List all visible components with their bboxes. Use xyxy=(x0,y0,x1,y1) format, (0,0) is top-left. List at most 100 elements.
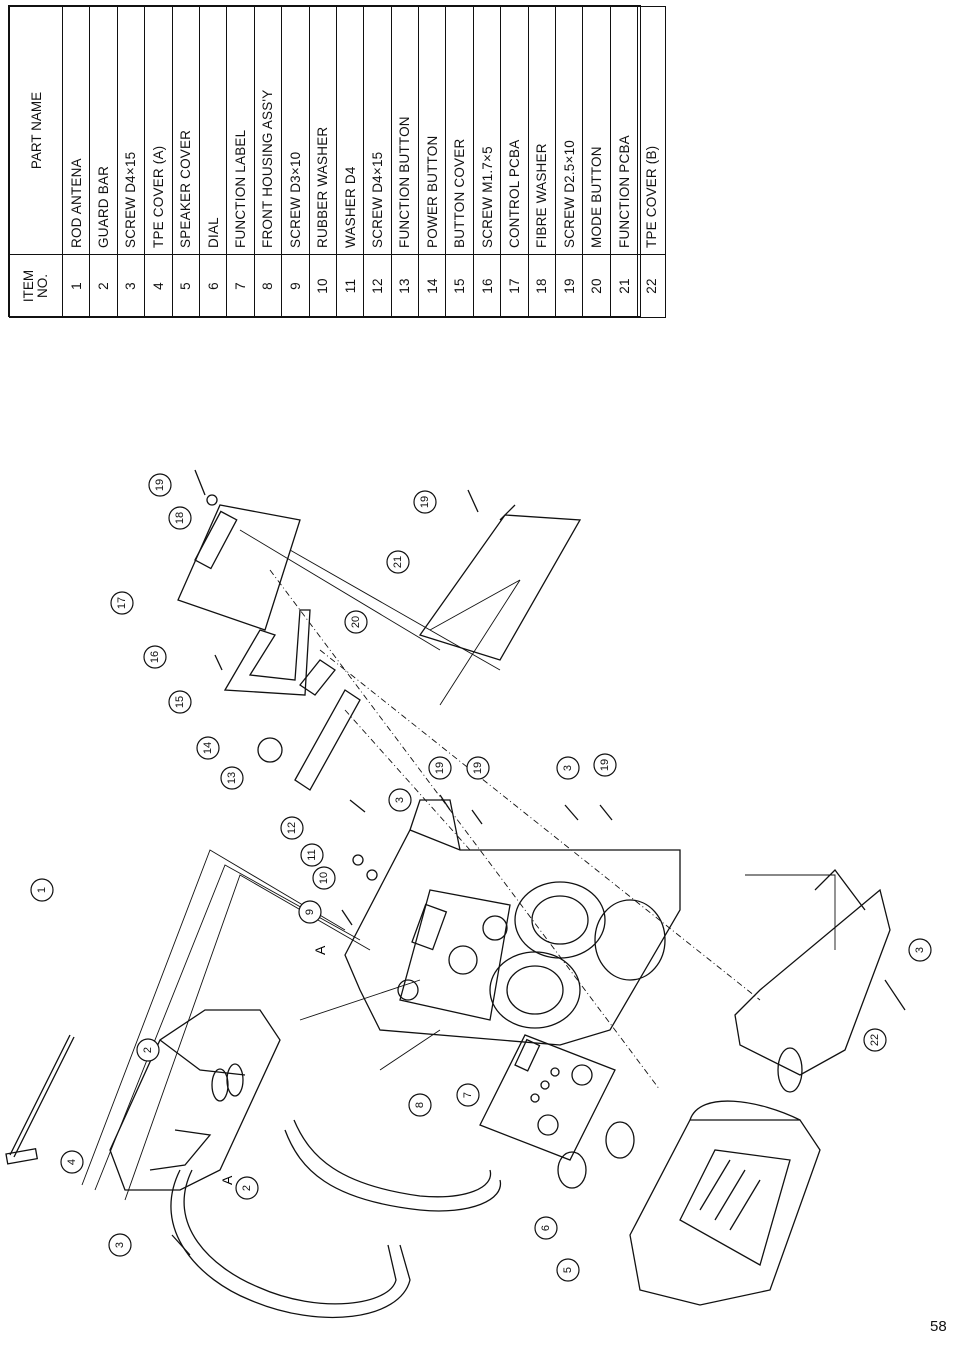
callout-number: 19 xyxy=(154,479,166,491)
callout-number: 17 xyxy=(116,597,128,609)
callout-number: 20 xyxy=(350,616,362,628)
callout-19: 19 xyxy=(148,473,172,497)
item-no-cell: 19 xyxy=(555,254,583,318)
item-no-cell: 3 xyxy=(117,254,145,318)
item-no-cell: 10 xyxy=(309,254,337,318)
function-label-part xyxy=(479,1034,616,1161)
table-header-row: ITEM NO. PART NAME xyxy=(9,6,63,318)
item-no-cell: 5 xyxy=(172,254,200,318)
callout-number: 15 xyxy=(174,696,186,708)
part-name-cell: WASHER D4 xyxy=(336,6,364,255)
callout-number: 6 xyxy=(540,1225,552,1231)
screw-parts xyxy=(171,469,906,1256)
page-number: 58 xyxy=(930,1318,947,1335)
front-housing-part xyxy=(344,799,681,1046)
callout-18: 18 xyxy=(168,506,192,530)
part-name-cell: SPEAKER COVER xyxy=(172,6,200,255)
callout-3: 3 xyxy=(388,788,412,812)
button-cover-part xyxy=(223,609,311,696)
callout-22: 22 xyxy=(863,1028,887,1052)
callout-2: 2 xyxy=(235,1176,259,1200)
callout-6: 6 xyxy=(534,1216,558,1240)
control-pcba-part xyxy=(177,504,301,631)
part-name-cell: BUTTON COVER xyxy=(445,6,474,255)
callout-4: 4 xyxy=(60,1150,84,1174)
ref-mark-a-1: A xyxy=(312,945,328,955)
callout-number: 19 xyxy=(599,759,611,771)
item-no-cell: 7 xyxy=(226,254,255,318)
callout-13: 13 xyxy=(220,766,244,790)
callout-number: 14 xyxy=(202,742,214,754)
item-no-cell: 12 xyxy=(363,254,392,318)
header-part-name: PART NAME xyxy=(9,6,63,255)
item-no-cell: 13 xyxy=(391,254,419,318)
part-name-cell: FUNCTION BUTTON xyxy=(391,6,419,255)
button-group-part xyxy=(257,659,361,791)
part-name-cell: SCREW D4×15 xyxy=(117,6,145,255)
callout-number: 16 xyxy=(149,651,161,663)
part-name-cell: SCREW D2.5×10 xyxy=(555,6,583,255)
callout-number: 10 xyxy=(318,872,330,884)
callout-17: 17 xyxy=(110,591,134,615)
callout-14: 14 xyxy=(196,736,220,760)
callout-number: 8 xyxy=(414,1102,426,1108)
callout-number: 2 xyxy=(142,1047,154,1053)
callout-7: 7 xyxy=(456,1083,480,1107)
callout-5: 5 xyxy=(556,1258,580,1282)
callout-8: 8 xyxy=(408,1093,432,1117)
callout-16: 16 xyxy=(143,645,167,669)
function-pcba-part xyxy=(418,504,582,661)
part-name-cell: FUNCTION LABEL xyxy=(226,6,255,255)
part-name-cell: CONTROL PCBA xyxy=(500,6,529,255)
callout-19: 19 xyxy=(466,756,490,780)
part-name-cell: TPE COVER (A) xyxy=(144,6,173,255)
item-no-cell: 16 xyxy=(473,254,501,318)
part-name-cell: MODE BUTTON xyxy=(582,6,611,255)
callout-11: 11 xyxy=(300,843,324,867)
part-name-cell: GUARD BAR xyxy=(89,6,118,255)
part-name-cell: POWER BUTTON xyxy=(418,6,446,255)
header-item-no: ITEM NO. xyxy=(9,254,63,318)
callout-2: 2 xyxy=(136,1038,160,1062)
callout-1: 1 xyxy=(30,878,54,902)
tpe-cover-b-part xyxy=(734,869,891,1093)
item-no-cell: 4 xyxy=(144,254,173,318)
part-name-cell: FRONT HOUSING ASS'Y xyxy=(254,6,282,255)
guard-bar-part xyxy=(170,1119,502,1319)
item-no-cell: 22 xyxy=(637,254,666,318)
callout-3: 3 xyxy=(556,756,580,780)
part-name-cell: ROD ANTENA xyxy=(62,6,90,255)
callout-number: 4 xyxy=(66,1159,78,1165)
callout-number: 5 xyxy=(562,1267,574,1273)
callout-number: 7 xyxy=(462,1092,474,1098)
callout-number: 3 xyxy=(914,947,926,953)
callout-15: 15 xyxy=(168,690,192,714)
alignment-lines xyxy=(81,529,836,1201)
part-name-cell: FUNCTION PCBA xyxy=(610,6,638,255)
item-no-cell: 1 xyxy=(62,254,90,318)
callout-number: 3 xyxy=(114,1242,126,1248)
callout-10: 10 xyxy=(312,866,336,890)
part-name-cell: SCREW D4×15 xyxy=(363,6,392,255)
part-name-cell: FIBRE WASHER xyxy=(528,6,556,255)
callout-number: 18 xyxy=(174,512,186,524)
callout-number: 9 xyxy=(304,909,316,915)
